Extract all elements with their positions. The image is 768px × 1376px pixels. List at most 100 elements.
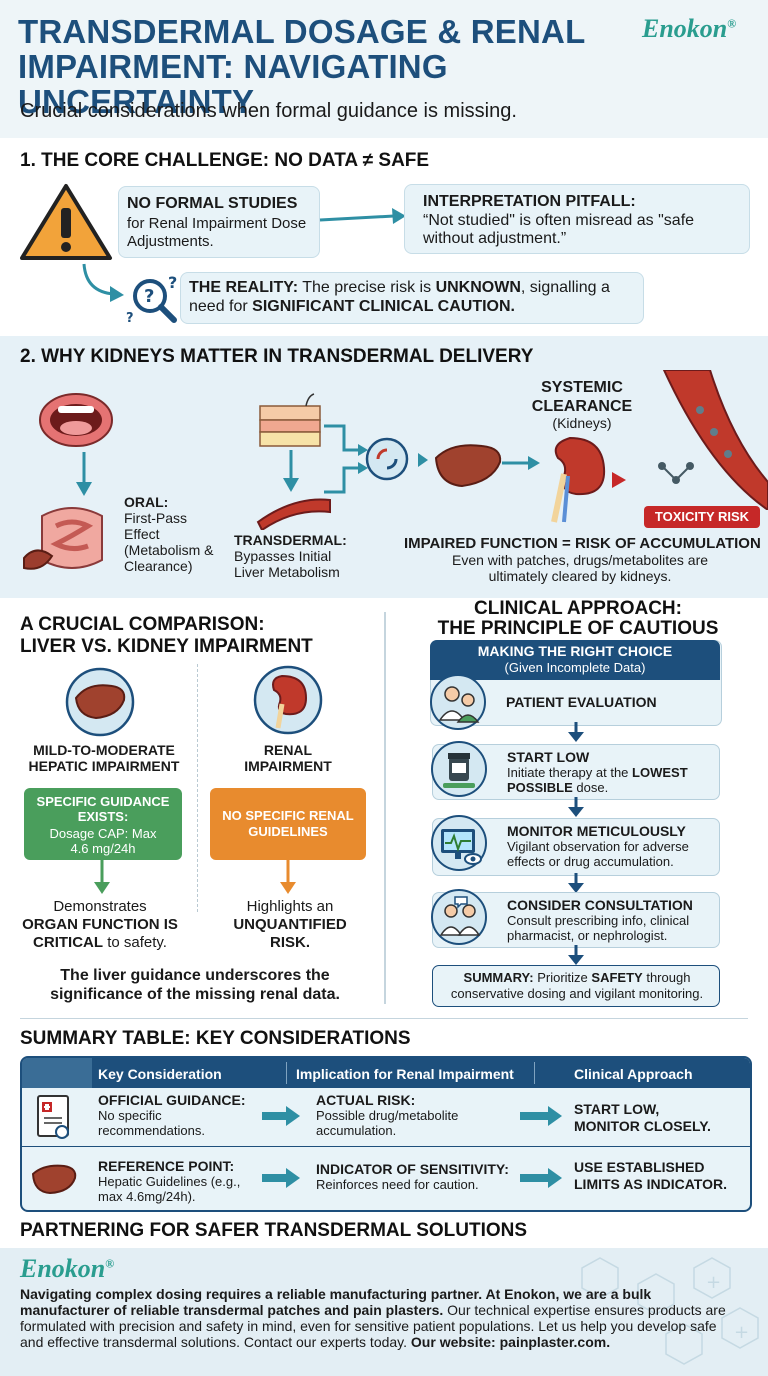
step-4-desc: Consult prescribing info, clinical pharm… — [507, 913, 690, 943]
partner-text: Navigating complex dosing requires a rel… — [20, 1286, 726, 1350]
comparison-footer: The liver guidance underscores the signi… — [50, 967, 340, 1003]
summary-table — [20, 1056, 752, 1212]
arrow-liver-kidney — [502, 456, 540, 470]
reality-box: THE REALITY: The precise risk is UNKNOWN… — [180, 272, 644, 324]
pitfall-desc: “Not studied" is often misread as "safe … — [423, 212, 695, 247]
row2-col1-title: REFERENCE POINT: — [98, 1158, 235, 1174]
row2-arrow-1 — [262, 1168, 300, 1188]
monitor-icon — [431, 815, 487, 871]
down-arrow-green — [94, 860, 110, 894]
consultation-icon — [431, 889, 487, 945]
pitfall-title: INTERPRETATION PITFALL: — [423, 193, 636, 210]
green-desc: Dosage CAP: Max 4.6 mg/24h — [49, 826, 157, 856]
row1-arrow-2 — [520, 1106, 562, 1126]
warning-icon — [20, 184, 112, 260]
row2-col3: USE ESTABLISHED LIMITS AS INDICATOR. — [574, 1159, 727, 1192]
right-note: Highlights an UNQUANTIFIED RISK. — [233, 898, 347, 951]
pitfall-box: INTERPRETATION PITFALL: “Not studied" is… — [404, 184, 750, 254]
down-arrow-orange — [280, 860, 296, 894]
step-2-desc: Initiate therapy at the LOWEST POSSIBLE … — [507, 765, 688, 795]
table-header-sep-2 — [534, 1062, 535, 1084]
curved-arrow — [82, 263, 124, 302]
table-header-implication: Implication for Renal Impairment — [296, 1066, 514, 1082]
banner-title: MAKING THE RIGHT CHOICE — [477, 643, 673, 659]
arrow-to-pitfall — [319, 208, 406, 224]
header-brand-logo: Enokon® — [642, 14, 737, 43]
reality-text: THE REALITY: The precise risk is UNKNOWN… — [189, 279, 610, 315]
partner-brand-logo: Enokon® — [20, 1254, 115, 1283]
orange-text: NO SPECIFIC RENAL GUIDELINES — [222, 808, 354, 839]
transdermal-title: TRANSDERMAL: — [234, 532, 347, 548]
row1-col1-title: OFFICIAL GUIDANCE: — [98, 1092, 246, 1108]
table-row-divider — [22, 1146, 750, 1147]
oral-desc: First-Pass Effect (Metabolism & Clearanc… — [124, 510, 214, 574]
green-guidance-box: SPECIFIC GUIDANCE EXISTS: Dosage CAP: Ma… — [24, 788, 182, 860]
clinical-banner: MAKING THE RIGHT CHOICE (Given Incomplet… — [430, 640, 720, 680]
page-title: TRANSDERMAL DOSAGE & RENAL IMPAIRMENT: N… — [18, 13, 585, 120]
intestine-icon — [23, 507, 103, 570]
step-arrow-2 — [568, 797, 584, 817]
systemic-title: SYSTEMIC CLEARANCE — [531, 379, 633, 415]
row2-arrow-2 — [520, 1168, 562, 1188]
section2-title: 2. WHY KIDNEYS MATTER IN TRANSDERMAL DEL… — [20, 346, 534, 367]
svg-text:?: ? — [126, 311, 134, 326]
left-note: Demonstrates ORGAN FUNCTION IS CRITICAL … — [22, 898, 178, 951]
flow-to-circulation — [324, 424, 368, 494]
table-top-rule — [20, 1018, 748, 1019]
clinical-summary-box: SUMMARY: Prioritize SAFETY through conse… — [432, 965, 720, 1007]
step-4-title: CONSIDER CONSULTATION — [507, 897, 693, 913]
row2-col2-desc: Reinforces need for caution. — [316, 1177, 479, 1192]
table-header-row — [22, 1058, 750, 1088]
header-band — [0, 0, 768, 138]
step-consult: CONSIDER CONSULTATION Consult prescribin… — [431, 889, 720, 948]
no-studies-desc: for Renal Impairment Dose Adjustments. — [127, 215, 307, 250]
blood-vessel-icon — [256, 498, 331, 530]
step-arrow-4 — [568, 945, 584, 965]
svg-text:+: + — [706, 1272, 721, 1293]
down-arrow-oral — [76, 452, 92, 496]
green-title: SPECIFIC GUIDANCE EXISTS: — [36, 794, 170, 824]
row1-col2-desc: Possible drug/metabolite accumulation. — [316, 1108, 459, 1138]
row1-col1-desc: No specific recommendations. — [98, 1108, 205, 1138]
clinical-title-1: CLINICAL APPROACH: — [474, 598, 682, 619]
circulation-icon — [365, 437, 409, 481]
table-title: SUMMARY TABLE: KEY CONSIDERATIONS — [20, 1028, 411, 1049]
comparison-divider — [197, 664, 198, 912]
step-3-desc: Vigilant observation for adverse effects… — [507, 839, 689, 869]
vessel-toxicity-icon — [658, 370, 768, 510]
arrow-to-toxicity — [612, 472, 626, 488]
magnifier-question-icon: ? ? ? — [126, 273, 177, 326]
row2-col2-title: INDICATOR OF SENSITIVITY: — [316, 1161, 509, 1177]
arrow-to-liver — [418, 453, 428, 467]
row1-arrow-1 — [262, 1106, 300, 1126]
partner-title: PARTNERING FOR SAFER TRANSDERMAL SOLUTIO… — [20, 1220, 528, 1241]
step-arrow-1 — [568, 722, 584, 742]
comparison-title-2: LIVER VS. KIDNEY IMPAIRMENT — [20, 636, 313, 657]
document-icon — [37, 1095, 69, 1139]
section1-title: 1. THE CORE CHALLENGE: NO DATA ≠ SAFE — [20, 150, 430, 171]
toxicity-badge: TOXICITY RISK — [644, 506, 760, 528]
kidney-circle-icon — [253, 665, 323, 735]
liver-circle-icon — [65, 667, 135, 737]
step-2-title: START LOW — [507, 749, 590, 765]
impaired-desc: Even with patches, drugs/metabolites are… — [451, 552, 709, 584]
no-studies-title: NO FORMAL STUDIES — [127, 195, 298, 212]
skin-layers-icon — [259, 393, 321, 447]
banner-sub: (Given Incomplete Data) — [504, 660, 646, 675]
doctor-patient-icon — [430, 674, 486, 730]
comparison-title-1: A CRUCIAL COMPARISON: — [20, 614, 265, 635]
hepatic-label: MILD-TO-MODERATE HEPATIC IMPAIRMENT — [28, 742, 180, 774]
orange-no-guidance-box: NO SPECIFIC RENAL GUIDELINES — [210, 788, 366, 860]
step-3-title: MONITOR METICULOUSLY — [507, 823, 686, 839]
step-patient-evaluation: PATIENT EVALUATION — [430, 674, 718, 730]
row1-col3: START LOW, MONITOR CLOSELY. — [574, 1101, 711, 1134]
down-arrow-transdermal — [283, 450, 299, 492]
table-header-key: Key Consideration — [98, 1066, 222, 1082]
systemic-sub: (Kidneys) — [552, 415, 612, 431]
table-header-sep-1 — [286, 1062, 287, 1084]
svg-text:+: + — [734, 1322, 749, 1343]
partner-band — [0, 1248, 768, 1376]
renal-label: RENAL IMPAIRMENT — [244, 742, 332, 774]
oral-title: ORAL: — [124, 494, 169, 510]
medicine-bottle-icon — [431, 741, 487, 797]
